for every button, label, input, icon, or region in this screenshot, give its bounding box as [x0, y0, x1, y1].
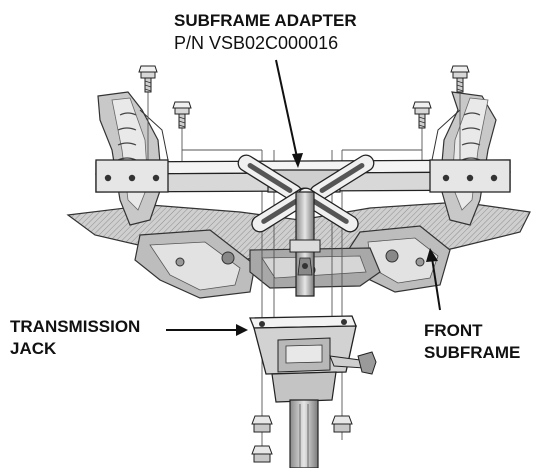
nut-lower-left [251, 415, 273, 433]
leader-adapter [275, 59, 303, 168]
nut-lower-right [331, 415, 353, 433]
center-post [289, 191, 321, 297]
leader-subframe [426, 248, 441, 311]
subframe-label-line2: SUBFRAME [424, 343, 521, 362]
transmission-jack [249, 315, 377, 469]
bolt-top-right-inner [412, 101, 432, 129]
subframe-adapter [95, 159, 511, 193]
jack-label-line1: TRANSMISSION [10, 317, 141, 336]
bolt-top-left-inner [172, 101, 192, 129]
nut-lower-left-2 [251, 445, 273, 463]
adapter-part-number-label: P/N VSB02C000016 [174, 33, 339, 53]
adapter-title-label: SUBFRAME ADAPTER [174, 11, 357, 30]
front-subframe [66, 201, 531, 299]
bolt-top-left-outer [138, 65, 158, 93]
bolt-top-right-outer [450, 65, 470, 93]
subframe-label-line1: FRONT [424, 321, 483, 340]
leader-jack [166, 324, 248, 336]
jack-label-line2: JACK [10, 339, 57, 358]
